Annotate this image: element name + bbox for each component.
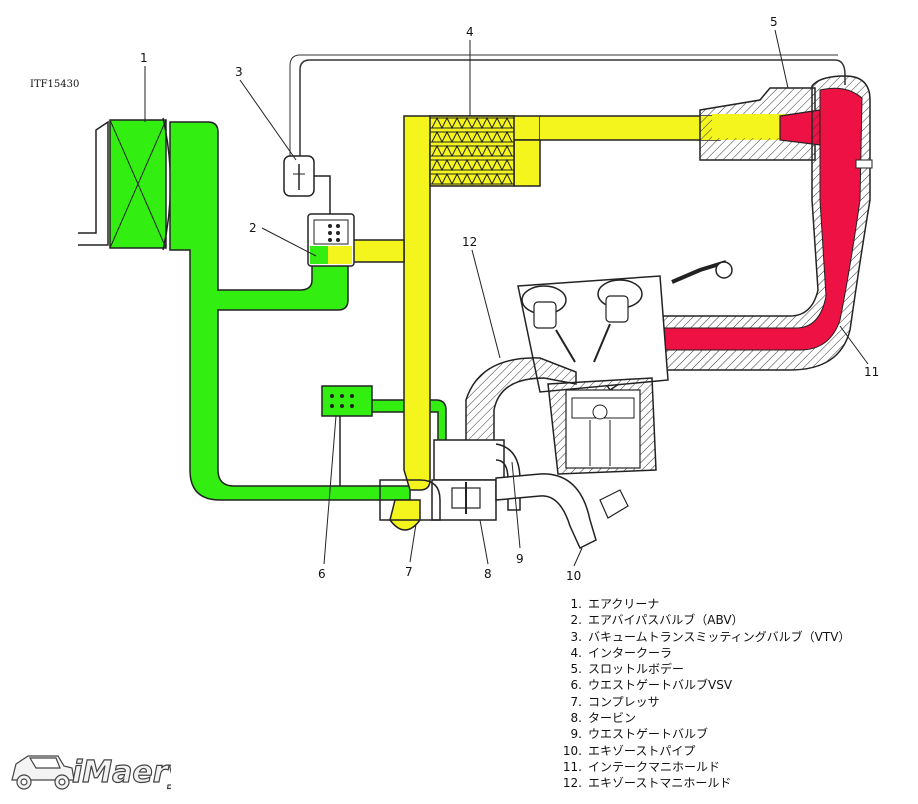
throttle-body xyxy=(699,87,821,161)
callout-7: 7 xyxy=(405,565,413,579)
callout-3: 3 xyxy=(235,65,243,79)
exhaust-manifold xyxy=(465,357,577,447)
intercooler xyxy=(429,115,515,187)
callout-10: 10 xyxy=(566,569,581,583)
callout-5: 5 xyxy=(770,15,778,29)
figure-code: ITF15430 xyxy=(30,79,79,90)
parts-legend: 1.エアクリーナ 2.エアバイパスバルブ（ABV） 3.バキュームトランスミッテ… xyxy=(556,596,916,792)
air-bypass-valve xyxy=(307,213,355,267)
callout-12: 12 xyxy=(462,235,477,249)
legend-item: 3.バキュームトランスミッティングバルブ（VTV） xyxy=(570,629,851,644)
turbocharger xyxy=(379,439,521,521)
legend-item: 10.エキゾーストパイプ xyxy=(562,743,696,758)
legend-item: 5.スロットルボデー xyxy=(570,662,685,677)
legend-item: 8.タービン xyxy=(570,711,637,726)
watermark-text: iMaery xyxy=(72,755,171,790)
vacuum-line xyxy=(299,59,846,160)
legend-item: 1.エアクリーナ xyxy=(570,597,660,611)
legend-item: 2.エアバイパスバルブ（ABV） xyxy=(570,613,744,628)
callout-4: 4 xyxy=(466,25,474,39)
legend-item: 11.インテークマニホールド xyxy=(562,759,721,774)
callout-6: 6 xyxy=(318,567,326,581)
callout-labels: 1 3 2 4 5 12 11 6 7 8 9 10 xyxy=(140,15,879,583)
legend-item: 6.ウエストゲートバルブVSV xyxy=(570,678,733,693)
wastegate-vsv xyxy=(321,385,373,486)
jeep-car-icon xyxy=(11,755,75,790)
callout-1: 1 xyxy=(140,51,148,65)
engine-cylinder xyxy=(547,377,657,475)
exhaust-pipe xyxy=(495,473,629,550)
legend-item: 4.インタークーラ xyxy=(570,645,673,660)
vacuum-transmitting-valve xyxy=(283,155,331,214)
callout-2: 2 xyxy=(249,221,257,235)
callout-11: 11 xyxy=(864,365,879,379)
callout-9: 9 xyxy=(516,552,524,566)
legend-item: 12.エキゾーストマニホールド xyxy=(562,776,732,791)
watermark-logo: iMaery xyxy=(11,754,171,791)
leader-lines xyxy=(144,29,869,567)
legend-item: 9.ウエストゲートバルブ xyxy=(570,727,709,742)
engine-head xyxy=(517,260,733,393)
callout-8: 8 xyxy=(484,567,492,581)
air-cleaner xyxy=(78,117,172,251)
legend-item: 7.コンプレッサ xyxy=(570,694,660,709)
vacuum-line-inner xyxy=(289,54,838,160)
